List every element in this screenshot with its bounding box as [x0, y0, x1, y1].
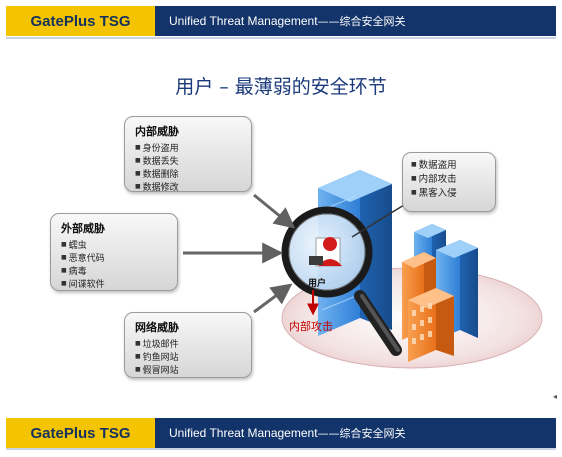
- slide-title: 用户 – 最薄弱的安全环节: [175, 76, 387, 98]
- tagline-en: Unified Threat Management: [169, 14, 318, 28]
- list-item: 身份盗用: [135, 142, 241, 155]
- list-item: 恶意代码: [61, 252, 167, 265]
- box-heading: 内部威胁: [135, 125, 179, 138]
- list-item: 数据删除: [135, 168, 241, 181]
- list-item: 数据丢失: [135, 155, 241, 168]
- list-item: 内部攻击: [411, 172, 487, 186]
- external-threat-box: 外部威胁 蠕虫 恶意代码 病毒 间谍软件: [50, 213, 178, 291]
- list-item: 间谍软件: [61, 278, 167, 291]
- list-item: 蠕虫: [61, 239, 167, 252]
- network-threat-box: 网络威胁 垃圾邮件 钓鱼网站 假冒网站: [124, 312, 252, 378]
- user-label: 用户: [308, 279, 327, 289]
- user-icon: [309, 237, 342, 267]
- header-divider: [6, 37, 556, 39]
- tagline-cn: ——综合安全网关: [317, 427, 406, 440]
- list-item: 垃圾邮件: [135, 338, 241, 351]
- footer-divider: [6, 448, 556, 450]
- list-item: 数据盗用: [411, 158, 487, 172]
- internal-threat-box: 内部威胁 身份盗用 数据丢失 数据删除 数据修改: [124, 116, 252, 194]
- header-tagline: Unified Threat Management——综合安全网关: [155, 6, 556, 36]
- list-item: 黑客入侵: [411, 186, 487, 200]
- tagline-en: Unified Threat Management: [169, 426, 318, 440]
- attack-types-box: 数据盗用 内部攻击 黑客入侵: [402, 152, 496, 212]
- header-band: GatePlus TSG Unified Threat Management——…: [6, 6, 556, 36]
- internal-attack-label: 内部攻击: [289, 320, 333, 333]
- box-heading: 网络威胁: [135, 321, 179, 334]
- arrow-icon: [253, 283, 293, 314]
- brand-logo: GatePlus TSG: [6, 6, 155, 36]
- list-item: 病毒: [61, 265, 167, 278]
- brand-logo: GatePlus TSG: [6, 418, 155, 448]
- footer-band: GatePlus TSG Unified Threat Management——…: [6, 418, 556, 448]
- arrow-icon: [253, 193, 296, 229]
- office-building-icon: [402, 252, 454, 362]
- list-item: 假冒网站: [135, 364, 241, 377]
- footer-tagline: Unified Threat Management——综合安全网关: [155, 418, 556, 448]
- tagline-cn: ——综合安全网关: [317, 15, 406, 28]
- corner-arrow-icon: ◂: [553, 392, 558, 401]
- box-heading: 外部威胁: [61, 222, 105, 235]
- arrow-icon: [351, 204, 405, 238]
- list-item: 数据修改: [135, 181, 241, 194]
- list-item: 钓鱼网站: [135, 351, 241, 364]
